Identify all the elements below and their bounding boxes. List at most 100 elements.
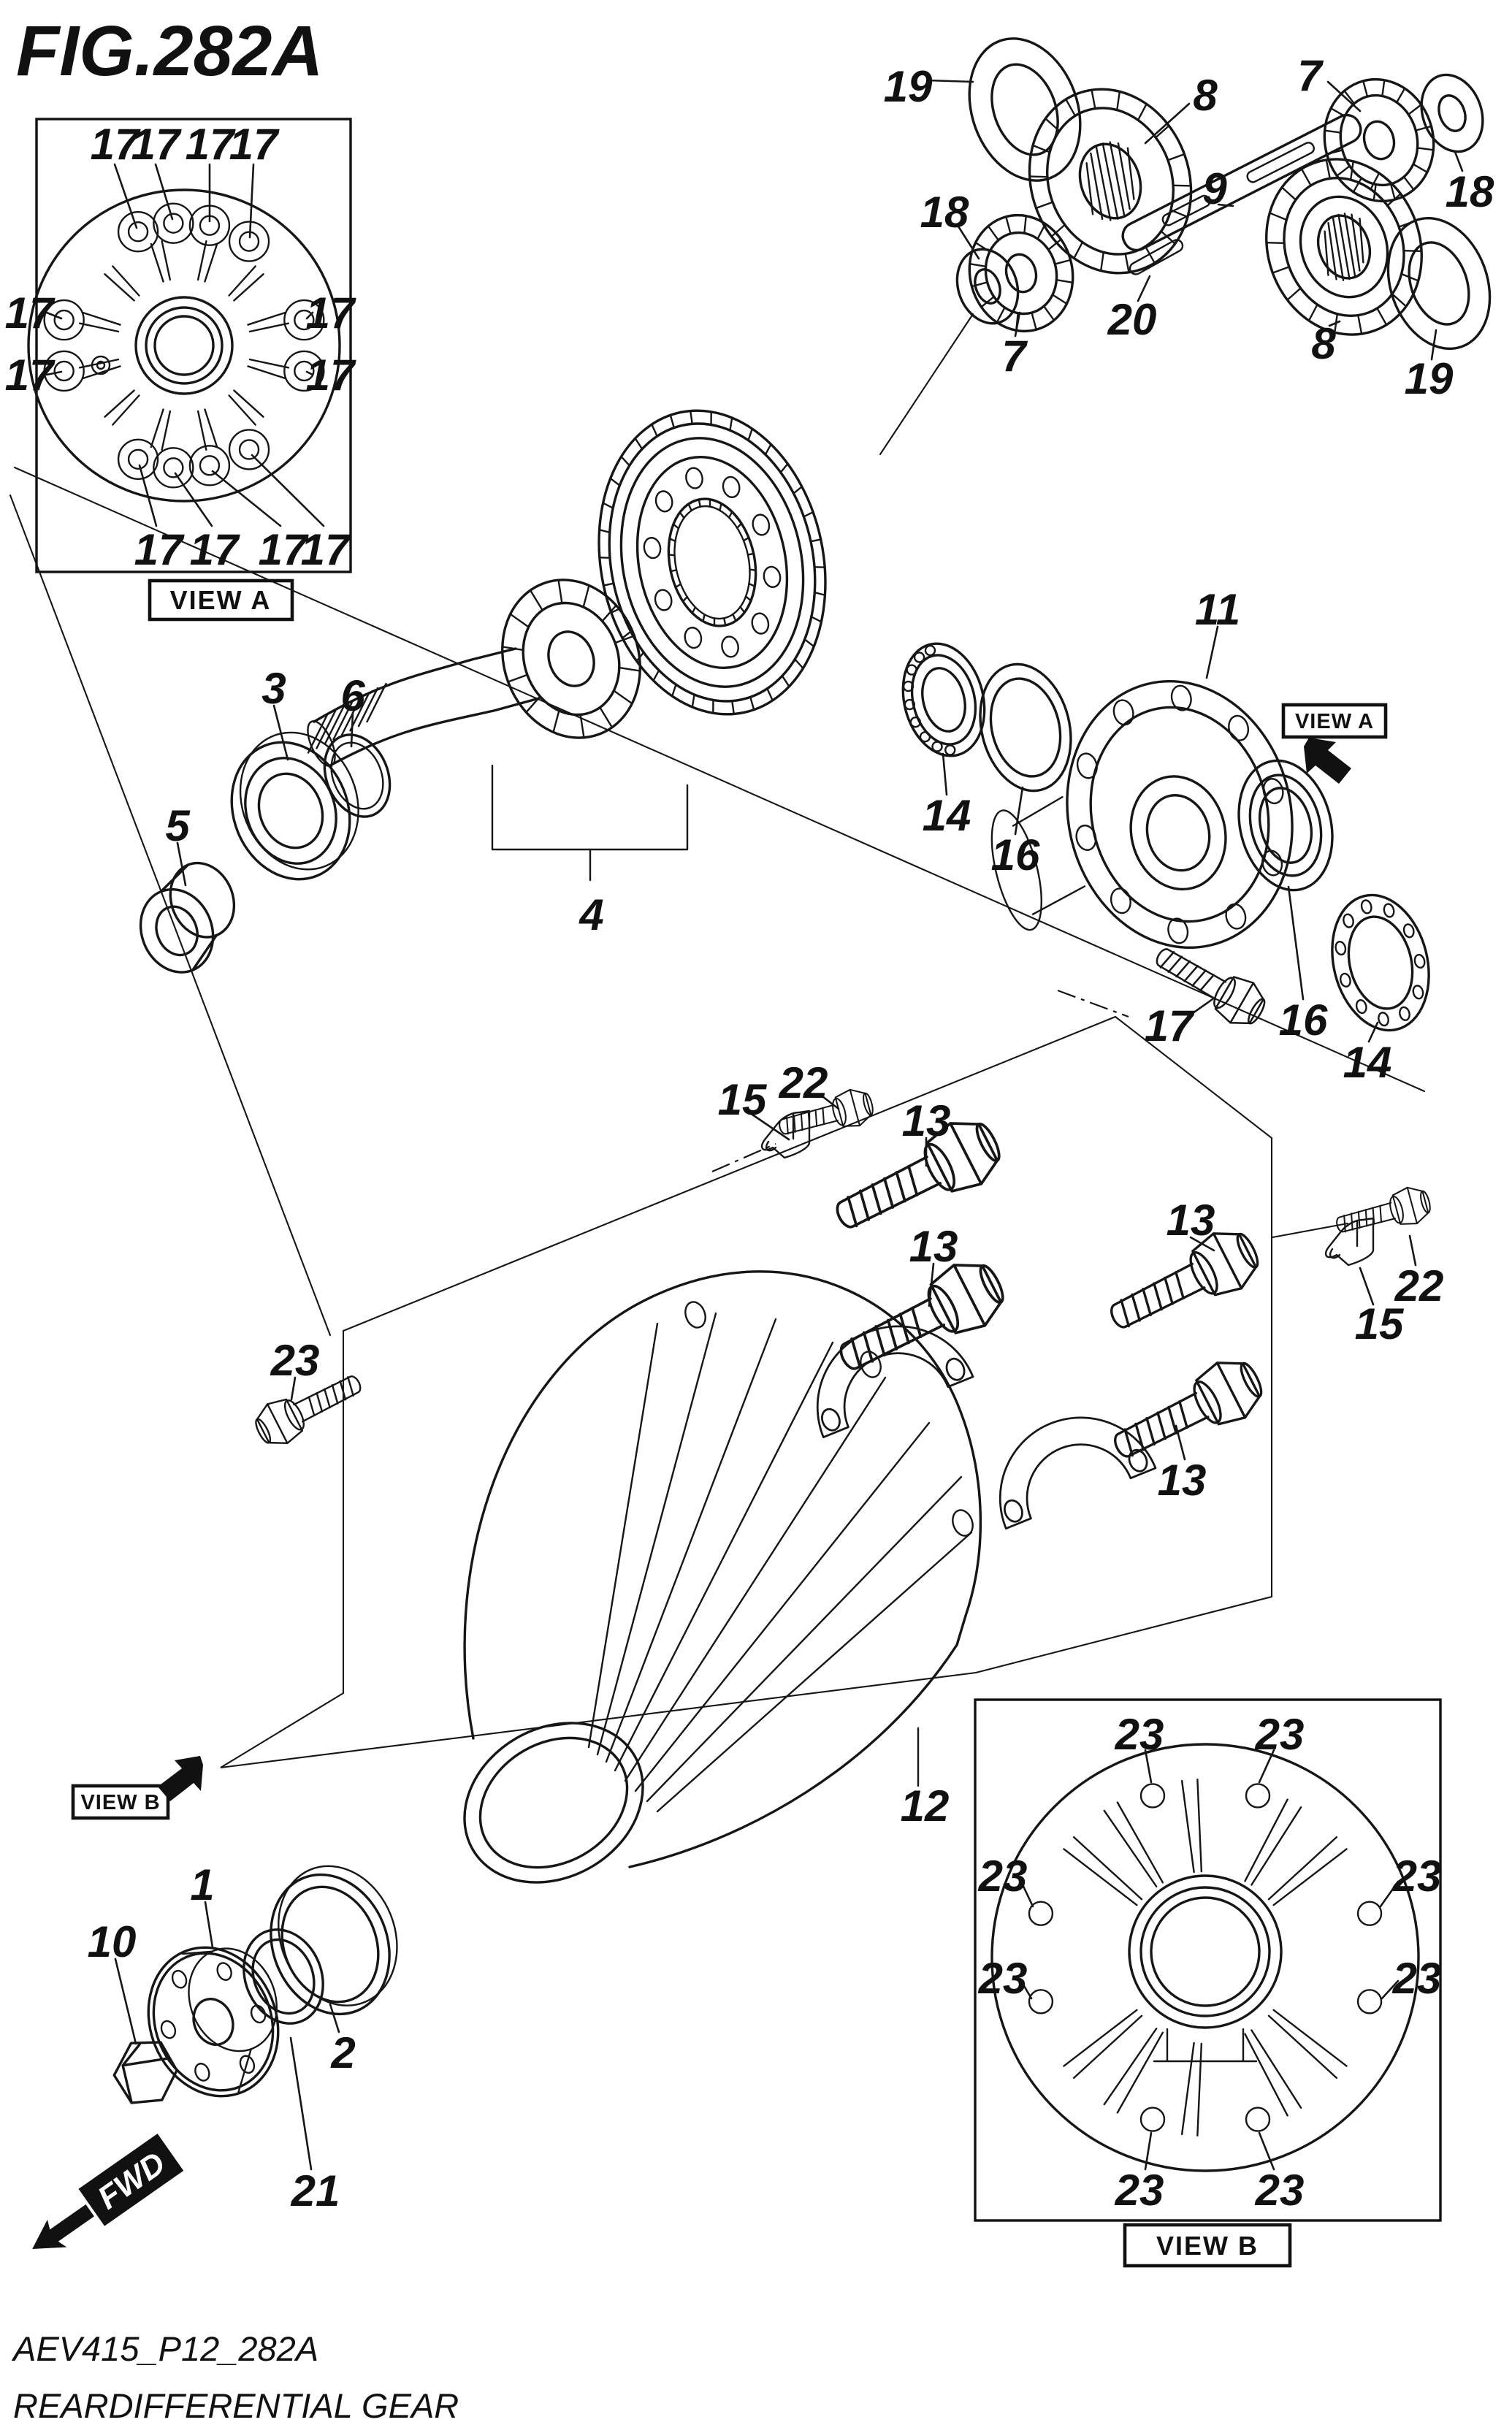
part-callout-22: 22 — [1394, 1234, 1444, 1310]
part-callout-14: 14 — [923, 752, 971, 840]
part-number: 23 — [1255, 2166, 1305, 2215]
view-a-arrow-icon — [1304, 738, 1351, 784]
part-callout-17: 17 — [229, 120, 280, 239]
part-number: 17 — [190, 525, 240, 574]
part-number: 18 — [920, 188, 969, 237]
part-number: 17 — [301, 525, 351, 574]
flange-ribs — [78, 240, 290, 451]
ring-gear — [597, 409, 827, 716]
part-number: 23 — [1392, 1852, 1442, 1901]
part-callout-17: 17 — [306, 351, 356, 400]
view-b-label-side: VIEW B — [80, 1791, 160, 1814]
pinion-bearing-3 — [230, 731, 359, 881]
part-callout-17: 17 — [134, 464, 185, 574]
view-a-label-side: VIEW A — [1295, 710, 1374, 733]
figure-caption: REARDIFFERENTIAL GEAR — [13, 2386, 459, 2425]
part-callout-20: 20 — [1107, 275, 1157, 344]
part-callout-19: 19 — [884, 62, 974, 111]
part-number: 17 — [186, 120, 236, 169]
carrier-fasteners — [248, 933, 1435, 1530]
part-callout-22: 22 — [779, 1058, 840, 1110]
figure-title: FIG.282A — [16, 11, 324, 91]
part-callout-13: 13 — [1167, 1196, 1215, 1252]
view-b-arrow-icon — [158, 1756, 203, 1801]
thrust-washer-19-right — [1386, 216, 1492, 351]
part-number: 17 — [259, 525, 309, 574]
part-number: 17 — [229, 120, 280, 169]
part-number: 19 — [884, 62, 933, 111]
part-callout-11: 11 — [1195, 585, 1240, 679]
part-number: 5 — [165, 801, 191, 850]
part-number: 20 — [1107, 295, 1157, 344]
part-callout-5: 5 — [165, 801, 191, 887]
part-callout-23: 23 — [1379, 1852, 1442, 1908]
part-number: 8 — [1193, 71, 1218, 120]
part-callout-17: 17 — [1145, 998, 1214, 1050]
part-number: 19 — [1405, 354, 1454, 403]
part-callout-17: 17 — [5, 351, 63, 400]
differential-case-11 — [990, 680, 1294, 949]
part-number: 14 — [1343, 1038, 1392, 1087]
part-number: 16 — [991, 830, 1040, 879]
part-number: 7 — [1001, 332, 1028, 381]
part-number: 1 — [190, 1860, 214, 1909]
bearing-race-16-left — [979, 662, 1072, 793]
snap-ring-6 — [323, 733, 392, 818]
part-callout-1: 1 — [190, 1860, 215, 1949]
flange-nut-10 — [112, 2041, 178, 2104]
part-callout-15: 15 — [1355, 1267, 1405, 1348]
part-callout-9: 9 — [1202, 164, 1234, 213]
part-number: 11 — [1195, 585, 1240, 634]
part-callout-7: 7 — [1297, 51, 1362, 112]
part-callout-17: 17 — [131, 120, 182, 221]
flange-bolt-holes — [160, 1962, 267, 2082]
part-number: 23 — [978, 1852, 1028, 1901]
part-number: 9 — [1202, 164, 1227, 213]
part-number: 23 — [1392, 1954, 1442, 2003]
part-number: 17 — [131, 120, 182, 169]
housing-rib-lines — [587, 1312, 973, 1813]
bearing-cap-right — [974, 1392, 1157, 1530]
part-callout-6: 6 — [340, 671, 365, 748]
part-callout-23: 23 — [1255, 2131, 1305, 2215]
view-a-side-label: VIEW A — [1281, 703, 1388, 784]
part-callout-19: 19 — [1405, 329, 1454, 403]
part-number: 21 — [291, 2166, 340, 2215]
part-callout-13: 13 — [1158, 1424, 1206, 1505]
part-callout-23: 23 — [1115, 2131, 1164, 2215]
part-number: 13 — [909, 1222, 958, 1271]
part-callout-16: 16 — [1279, 885, 1328, 1045]
part-callout-2: 2 — [329, 2003, 356, 2077]
part-number: 15 — [718, 1075, 768, 1124]
view-b-side-label: VIEW B — [71, 1756, 203, 1820]
document-code: AEV415_P12_282A — [11, 2329, 318, 2368]
part-number: 23 — [1255, 1710, 1305, 1759]
gear-teeth-decor — [969, 79, 1435, 335]
part-number: 4 — [579, 890, 603, 939]
companion-flange-1 — [147, 1946, 280, 2098]
bearing-retainer-2 — [270, 1865, 398, 2016]
part-callout-16: 16 — [991, 786, 1040, 879]
part-callout-10: 10 — [88, 1917, 137, 2045]
spline-hatch — [307, 682, 387, 754]
part-callout-7: 7 — [1001, 311, 1028, 381]
bearing-race-14-right — [1331, 893, 1430, 1032]
side-bearing-16-right — [1237, 759, 1334, 892]
spider-gear-cluster — [879, 37, 1492, 456]
housing-ribs — [1063, 1779, 1348, 2136]
part-callout-4: 4 — [579, 890, 603, 939]
part-number: 17 — [1145, 1001, 1195, 1050]
part-callout-23: 23 — [1381, 1954, 1442, 2003]
bolt-22-b — [1332, 1182, 1435, 1245]
part-callout-17: 17 — [251, 454, 351, 574]
view-b-detail — [974, 1698, 1442, 2222]
part-callout-17: 17 — [306, 289, 356, 337]
bolt-13-b — [826, 1249, 1015, 1391]
pinion-shaft-9 — [1121, 113, 1362, 252]
housing-bolt-holes — [1028, 1783, 1383, 2132]
part-number: 8 — [1311, 319, 1336, 368]
part-number: 22 — [779, 1058, 828, 1107]
part-number: 22 — [1394, 1261, 1444, 1310]
part-number: 17 — [134, 525, 185, 574]
part-number: 23 — [270, 1336, 320, 1385]
